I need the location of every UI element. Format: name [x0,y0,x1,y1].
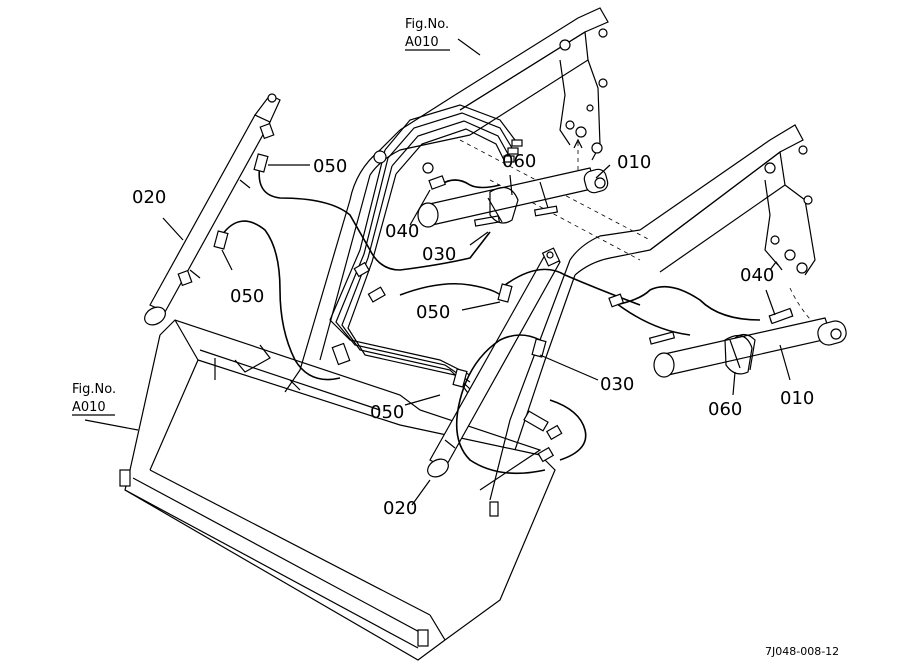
callout-020-lower: 020 [383,498,417,519]
callout-010-upper: 010 [617,152,651,173]
callout-060-upper: 060 [502,151,536,172]
callout-030-upper: 030 [422,244,456,265]
figure-ref-top[interactable]: Fig.No. A010 [405,17,450,51]
clamp-upper [489,186,519,224]
hoses [221,164,761,475]
lift-cylinder-upper [417,167,609,228]
bucket-cylinder-right [427,247,561,478]
bucket-cylinder-left [144,93,281,326]
figure-ref-top-line1: Fig.No. [405,17,449,32]
callout-010-lower: 010 [780,388,814,409]
callout-050-b: 050 [230,286,264,307]
callout-050-c: 050 [416,302,450,323]
bucket [119,319,556,661]
clamp-lower [724,334,753,375]
callout-040-upper: 040 [385,221,419,242]
leader-lines [84,38,791,506]
left-boom-arm [284,7,609,393]
fittings [213,153,794,463]
callout-050-a: 050 [313,156,347,177]
callout-030-lower: 030 [600,374,634,395]
drawing-code: 7J048-008-12 [765,645,839,658]
figure-ref-left-line1: Fig.No. [72,382,116,397]
figure-ref-top-line2: A010 [405,35,439,50]
figure-ref-left-line2: A010 [72,400,106,415]
callout-060-lower: 060 [708,399,742,420]
callout-040-lower: 040 [740,265,774,286]
hydraulic-tube-bundle [329,104,523,397]
callout-020-upper: 020 [132,187,166,208]
lift-cylinder-lower [648,309,847,378]
figure-ref-left[interactable]: Fig.No. A010 [72,382,116,416]
callout-050-d: 050 [370,402,404,423]
